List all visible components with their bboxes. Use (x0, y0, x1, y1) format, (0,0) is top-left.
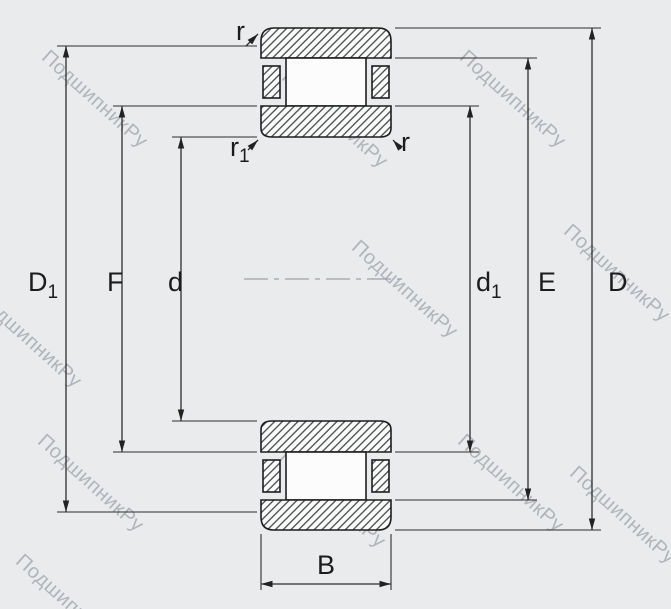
cage-left-top-section (262, 65, 281, 99)
label-r-right: r (401, 127, 410, 157)
cage-left-bottom-section (262, 459, 281, 493)
cage-right-top-section (371, 65, 390, 99)
label-B: B (317, 550, 335, 580)
outer-ring-bottom-section (260, 499, 392, 531)
leader-r-right (392, 139, 404, 151)
label-D: D (608, 267, 628, 297)
dimension-lines (62, 28, 596, 588)
label-d1: d1 (476, 267, 502, 303)
cage-right-bottom-section (371, 459, 390, 493)
label-F: F (107, 267, 124, 297)
label-E: E (538, 267, 556, 297)
label-r1: r1 (230, 132, 250, 167)
inner-ring-bottom-section (260, 420, 392, 453)
outer-ring-top-section (260, 27, 392, 59)
extension-lines (57, 27, 601, 590)
label-D1: D1 (28, 267, 58, 303)
leader-r1 (247, 139, 259, 151)
dimension-labels: r r1 r D1 F d d1 E D B (28, 16, 628, 580)
bearing-bottom-half (260, 420, 392, 531)
label-d: d (168, 267, 183, 297)
inner-ring-top-section (260, 105, 392, 138)
label-r-top: r (236, 16, 245, 46)
roller-bottom (285, 451, 367, 501)
roller-top (285, 57, 367, 107)
leader-r-top (245, 33, 259, 47)
bearing-top-half (260, 27, 392, 138)
